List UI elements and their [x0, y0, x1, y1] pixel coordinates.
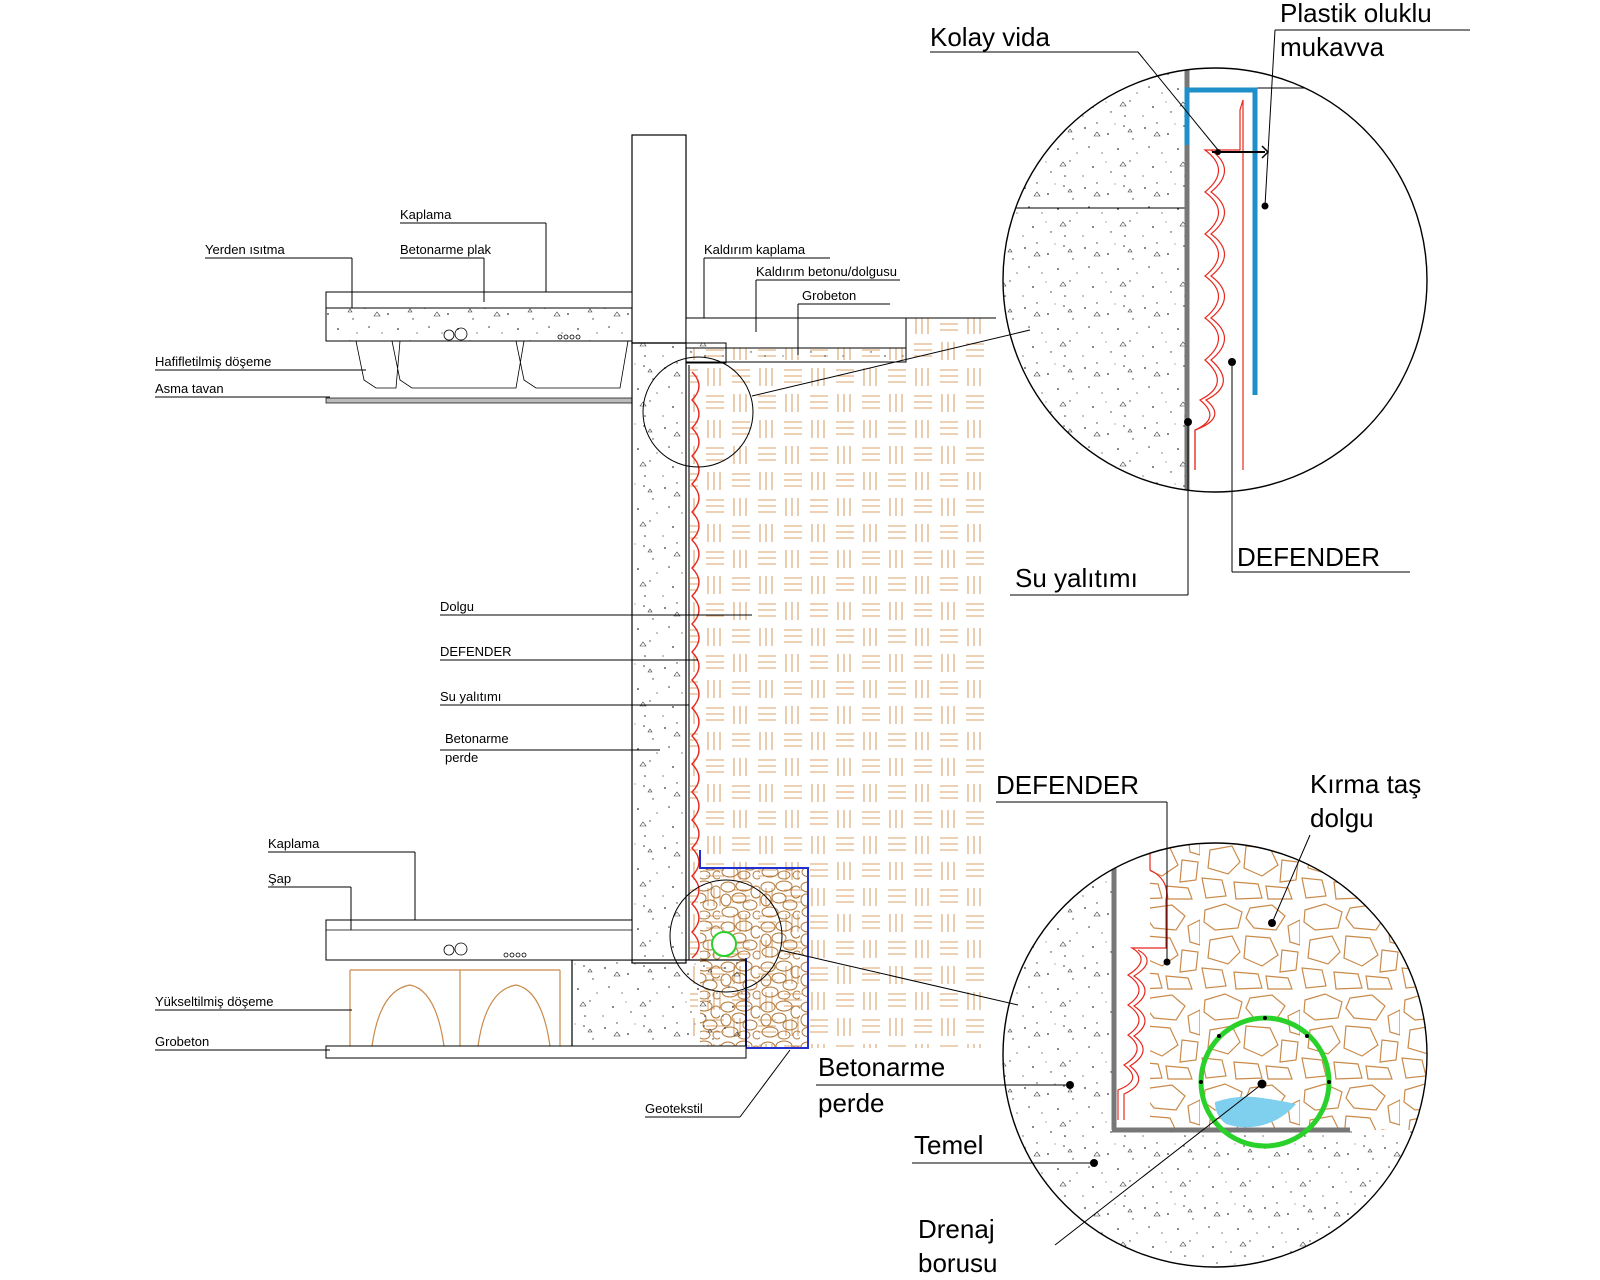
label-hafifletilmis-doseme: Hafifletilmiş döşeme	[155, 354, 271, 369]
detail-top-su-yalitimi: Su yalıtımı	[1015, 563, 1138, 593]
main-drain-pipe	[711, 931, 737, 957]
detail-bottom-betonarme-1: Betonarme	[818, 1052, 945, 1082]
label-sap: Şap	[268, 871, 291, 886]
detail-top	[1002, 67, 1428, 493]
detail-bottom-betonarme-2: perde	[818, 1088, 885, 1118]
detail-bottom-kirma-1: Kırma taş	[1310, 769, 1421, 799]
pavement-layers	[685, 317, 996, 363]
lower-slab	[325, 919, 747, 1059]
label-kaplama-top: Kaplama	[400, 207, 452, 222]
detail-bottom-defender: DEFENDER	[996, 770, 1139, 800]
label-kaldirim-kaplama: Kaldırım kaplama	[704, 242, 806, 257]
detail-top-kolay-vida: Kolay vida	[930, 22, 1050, 52]
label-defender-main: DEFENDER	[440, 644, 512, 659]
column	[631, 134, 687, 344]
detail-top-plastik-1: Plastik oluklu	[1280, 0, 1432, 28]
retaining-wall	[631, 342, 687, 964]
foundation	[571, 959, 747, 1049]
label-geotekstil: Geotekstil	[645, 1101, 703, 1116]
label-su-yalitimi-main: Su yalıtımı	[440, 689, 501, 704]
label-betonarme-plak: Betonarme plak	[400, 242, 492, 257]
label-grobeton-top: Grobeton	[802, 288, 856, 303]
label-dolgu: Dolgu	[440, 599, 474, 614]
detail-bottom-kirma-2: dolgu	[1310, 803, 1374, 833]
detail-bottom-leaders	[816, 801, 1311, 1246]
detail-marker-bottom	[669, 879, 783, 993]
detail-bottom-drenaj-2: borusu	[918, 1248, 998, 1278]
label-yukseltilmis-doseme: Yükseltilmiş döşeme	[155, 994, 274, 1009]
detail-bottom	[1002, 842, 1428, 1268]
detail-marker-top	[642, 356, 754, 468]
wall-top-beam	[685, 342, 727, 364]
detail-bottom-drenaj-1: Drenaj	[918, 1214, 995, 1244]
detail-top-plastik-2: mukavva	[1280, 32, 1385, 62]
label-betonarme-perde-1: Betonarme	[445, 731, 509, 746]
label-grobeton-bottom: Grobeton	[155, 1034, 209, 1049]
label-betonarme-perde-2: perde	[445, 750, 478, 765]
label-yerden-isitma: Yerden ısıtma	[205, 242, 286, 257]
label-asma-tavan: Asma tavan	[155, 381, 224, 396]
upper-slab	[325, 291, 633, 404]
main-leaders	[155, 222, 900, 1118]
label-kaldirim-betonu: Kaldırım betonu/dolgusu	[756, 264, 897, 279]
label-kaplama-bottom: Kaplama	[268, 836, 320, 851]
detail-top-leaders	[930, 29, 1470, 596]
detail-top-defender: DEFENDER	[1237, 542, 1380, 572]
detail-bottom-temel: Temel	[914, 1130, 983, 1160]
